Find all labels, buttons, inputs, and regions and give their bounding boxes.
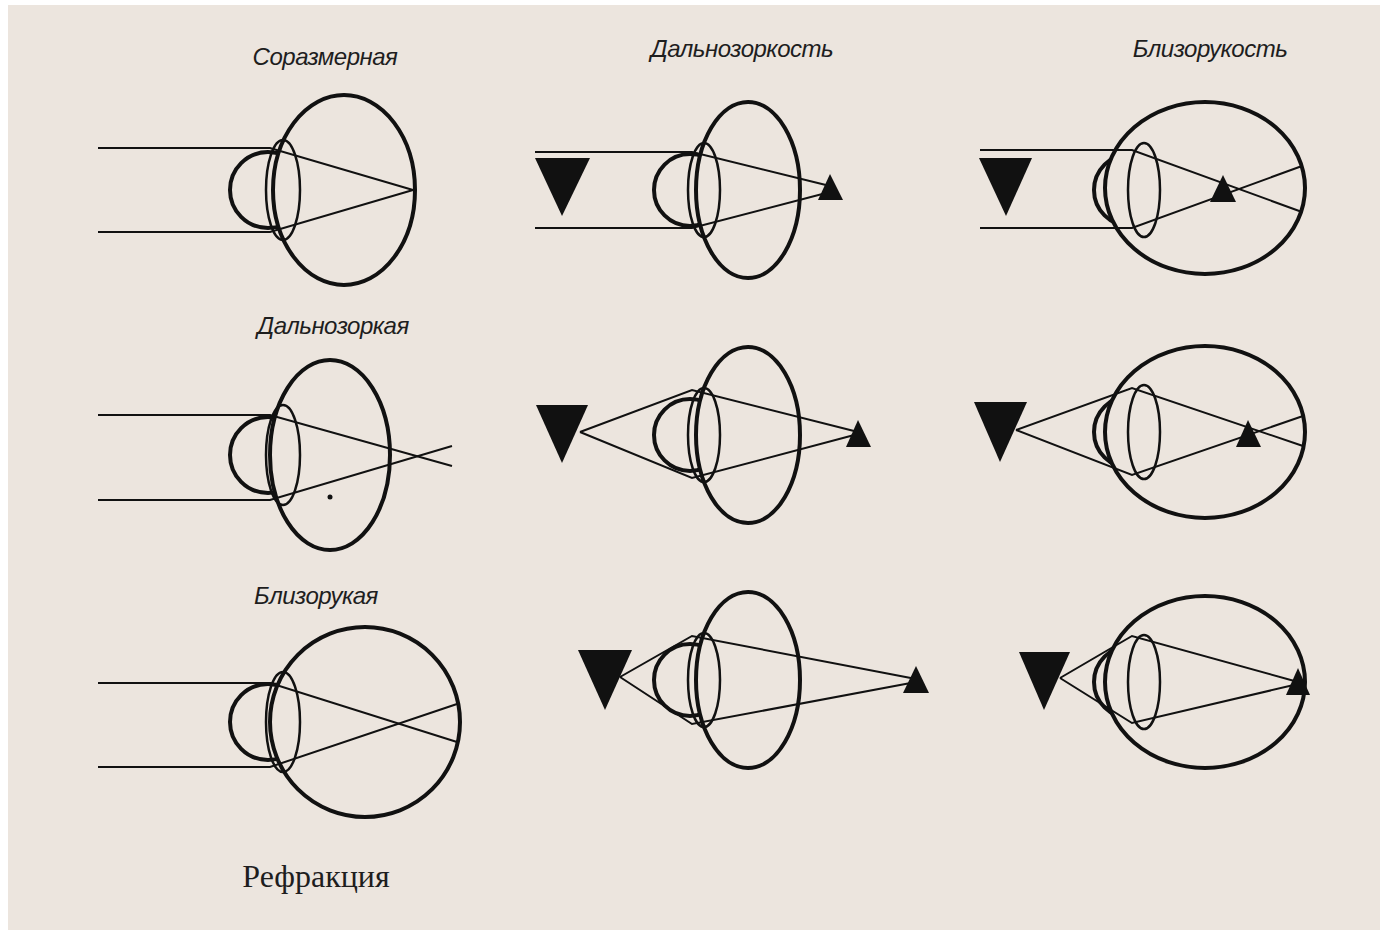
hyperopia-row-3: [578, 592, 929, 768]
hyperopia-row-1: [535, 102, 843, 278]
myopia-row-1: [979, 102, 1305, 274]
eye-hyperopic: [98, 360, 452, 550]
hyperopia-row-2: [536, 347, 871, 523]
eye-heading: Дальнозоркая: [257, 312, 409, 340]
caption-text: Рефракция: [242, 858, 389, 895]
column-heading: Дальнозоркость: [651, 35, 833, 63]
column-heading: Соразмерная: [253, 43, 398, 71]
eye-heading: Близорукая: [254, 582, 378, 610]
column-heading: Близорукость: [1133, 35, 1288, 63]
eye-normal: [98, 95, 415, 285]
eye-myopic: [98, 627, 460, 817]
myopia-row-2: [974, 346, 1305, 518]
myopia-row-3: [1019, 596, 1310, 768]
